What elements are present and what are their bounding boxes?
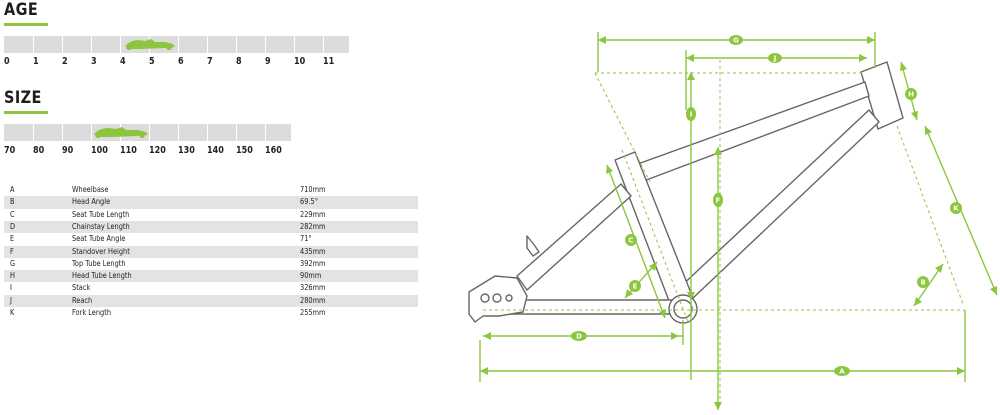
dimension-label-g: G: [729, 35, 743, 45]
spec-letter: G: [10, 258, 16, 268]
age-scale-bar: [4, 36, 349, 53]
tick-label: 7: [207, 56, 213, 67]
age-heading-underline: [4, 23, 48, 26]
spec-row: I Stack 326mm: [4, 282, 418, 294]
bike-frame-geometry-diagram: G J I F H K C E B D A: [468, 32, 998, 410]
tick-label: 90: [62, 145, 74, 156]
dimension-label-h: H: [905, 88, 917, 100]
spec-name: Stack: [72, 283, 91, 293]
tick-label: 5: [149, 56, 155, 67]
label-i: I: [690, 111, 693, 119]
dimension-label-k: K: [950, 202, 962, 214]
spec-value: 280mm: [300, 295, 326, 305]
tick-label: 8: [236, 56, 242, 67]
tick-label: 130: [178, 145, 195, 156]
spec-value: 435mm: [300, 246, 326, 256]
spec-value: 282mm: [300, 221, 326, 231]
spec-name: Seat Tube Angle: [72, 234, 126, 244]
spec-letter: F: [10, 246, 14, 256]
spec-value: 710mm: [300, 185, 326, 194]
spec-row: G Top Tube Length 392mm: [4, 258, 418, 270]
tick-label: 150: [236, 145, 253, 156]
spec-value: 90mm: [300, 271, 322, 281]
label-g: G: [733, 37, 739, 45]
spec-letter: I: [10, 283, 12, 293]
spec-row: C Seat Tube Length 229mm: [4, 209, 418, 221]
dimension-label-j: J: [768, 53, 782, 63]
label-j: J: [773, 55, 777, 63]
spec-row: D Chainstay Length 282mm: [4, 220, 418, 234]
spec-name: Fork Length: [72, 308, 112, 317]
dimension-label-c: C: [625, 234, 637, 246]
tick-label: 100: [91, 145, 108, 156]
label-k: K: [953, 205, 959, 213]
spec-name: Seat Tube Length: [72, 209, 130, 219]
label-d: D: [576, 333, 582, 341]
spec-name: Reach: [72, 295, 93, 305]
tick-label: 70: [4, 145, 16, 156]
spec-letter: B: [10, 197, 15, 207]
spec-row: J Reach 280mm: [4, 294, 418, 307]
spec-row: F Standover Height 435mm: [4, 245, 418, 258]
tick-label: 80: [33, 145, 45, 156]
spec-name: Head Angle: [72, 197, 111, 207]
spec-letter: C: [10, 209, 15, 219]
label-c: C: [628, 237, 633, 245]
spec-name: Chainstay Length: [72, 221, 130, 231]
spec-letter: K: [10, 308, 15, 317]
tick-label: 4: [120, 56, 126, 67]
tick-label: 1: [33, 56, 39, 67]
dimension-label-a: A: [834, 366, 850, 376]
dimension-label-e: E: [629, 280, 641, 292]
label-a: A: [839, 368, 845, 376]
age-heading: AGE: [4, 0, 39, 20]
dimension-label-d: D: [571, 331, 587, 341]
size-heading: SIZE: [4, 88, 42, 108]
spec-letter: H: [10, 271, 15, 281]
spec-letter: D: [10, 221, 16, 231]
spec-name: Top Tube Length: [72, 258, 126, 268]
spec-name: Head Tube Length: [72, 271, 132, 281]
rider-figure-icon: [125, 39, 175, 50]
rider-figure-icon: [94, 127, 148, 138]
label-f: F: [716, 197, 721, 205]
spec-letter: E: [10, 234, 15, 244]
spec-row: E Seat Tube Angle 71°: [4, 233, 418, 245]
dimension-label-i: I: [686, 107, 696, 121]
tick-label: 120: [149, 145, 166, 156]
spec-value: 69.5°: [300, 197, 318, 207]
tick-label: 10: [294, 56, 306, 67]
size-heading-underline: [4, 111, 48, 114]
spec-row: H Head Tube Length 90mm: [4, 270, 418, 283]
spec-value: 229mm: [300, 209, 326, 219]
tick-label: 9: [265, 56, 271, 67]
spec-name: Wheelbase: [72, 185, 109, 194]
tick-label: 6: [178, 56, 184, 67]
tick-label: 140: [207, 145, 224, 156]
tick-label: 2: [62, 56, 68, 67]
dimension-label-f: F: [713, 193, 723, 207]
tick-label: 11: [323, 56, 335, 67]
spec-value: 71°: [300, 234, 312, 244]
tick-label: 0: [4, 56, 10, 67]
spec-value: 255mm: [300, 308, 326, 317]
spec-name: Standover Height: [72, 246, 130, 256]
size-scale-bar: [4, 124, 291, 141]
spec-row: B Head Angle 69.5°: [4, 196, 418, 209]
spec-value: 392mm: [300, 258, 326, 268]
label-b: B: [920, 279, 925, 287]
tick-label: 160: [265, 145, 282, 156]
spec-row: A Wheelbase 710mm: [4, 184, 418, 196]
spec-letter: J: [10, 295, 12, 305]
dimension-label-b: B: [917, 276, 929, 288]
spec-letter: A: [10, 185, 15, 194]
label-e: E: [633, 283, 638, 291]
label-h: H: [908, 91, 914, 99]
spec-row: K Fork Length 255mm: [4, 307, 418, 319]
tick-label: 110: [120, 145, 137, 156]
spec-value: 326mm: [300, 283, 326, 293]
tick-label: 3: [91, 56, 97, 67]
